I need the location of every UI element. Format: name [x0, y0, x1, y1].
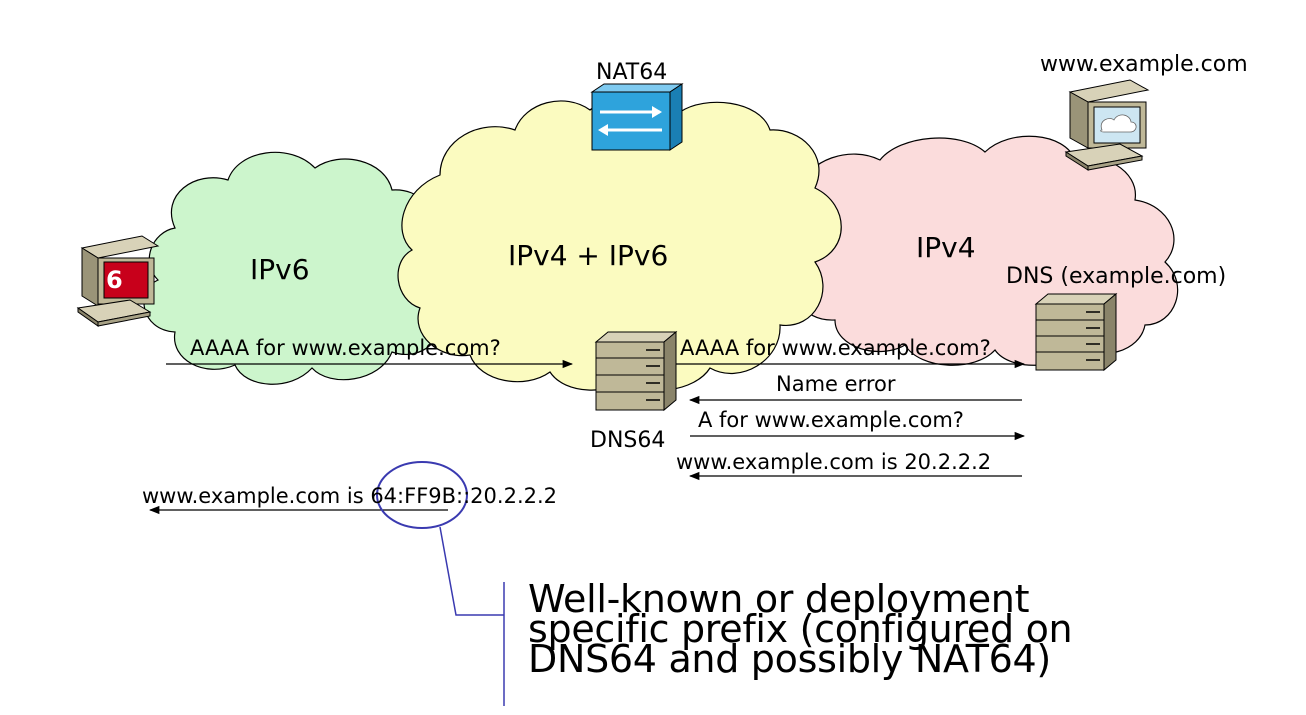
ipv6-cloud-label: IPv6 — [250, 253, 310, 286]
prefix-callout-text: Well-known or deployment specific prefix… — [528, 577, 1073, 681]
nat64-label: NAT64 — [596, 60, 668, 85]
dns64-query-label: AAAA for www.example.com? — [680, 336, 991, 360]
a-answer-label: www.example.com is 20.2.2.2 — [676, 450, 992, 474]
ipv6-badge-label: 6 — [106, 266, 123, 294]
callout-line-2: specific prefix (configured on — [528, 607, 1073, 651]
callout-line-3: DNS64 and possibly NAT64) — [528, 637, 1051, 681]
ipv4-cloud-label: IPv4 — [916, 231, 976, 264]
client-computer-icon — [76, 235, 160, 327]
prefix-highlight-ellipse — [376, 461, 468, 529]
web-server-computer-icon — [1064, 79, 1150, 171]
callout-line-1: Well-known or deployment — [528, 577, 1030, 621]
ipv6-badge — [103, 261, 149, 299]
client-answer-label: www.example.com is 64:FF9B::20.2.2.2 — [142, 484, 558, 508]
name-error-label: Name error — [776, 372, 896, 396]
dns-server-label: DNS (example.com) — [1006, 264, 1227, 289]
dual-stack-cloud-label: IPv4 + IPv6 — [508, 239, 669, 272]
web-server-label: www.example.com — [1040, 52, 1248, 77]
client-query-label: AAAA for www.example.com? — [190, 336, 501, 360]
dns64-server-icon — [594, 330, 678, 412]
dns64-label: DNS64 — [590, 428, 666, 453]
ipv4-cloud — [782, 135, 1179, 366]
callout-connector — [439, 526, 504, 616]
ipv6-cloud — [143, 151, 456, 385]
dns-server-icon — [1034, 292, 1118, 372]
a-query-label: A for www.example.com? — [698, 408, 964, 432]
nat64-switch-icon — [590, 83, 684, 151]
